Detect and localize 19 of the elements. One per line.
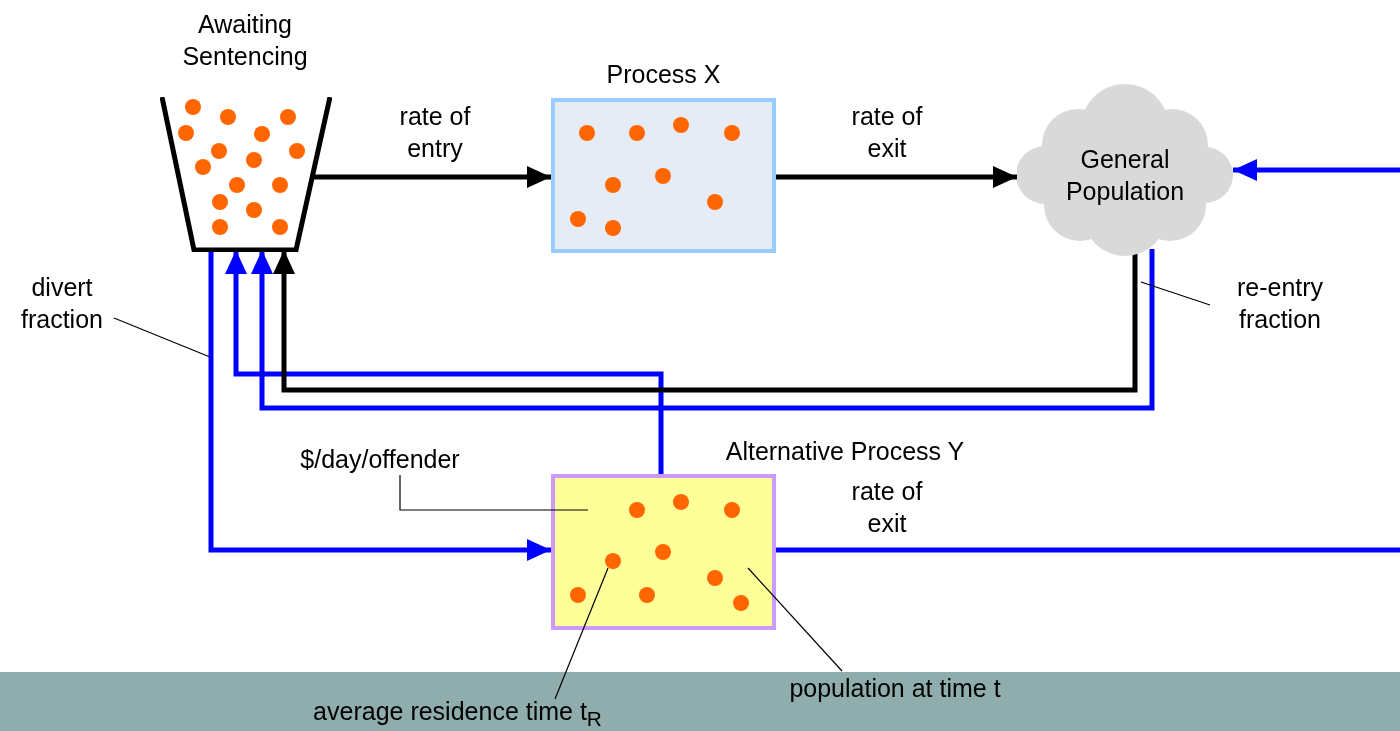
flow-arrow: [225, 250, 664, 474]
node-title: Awaiting Sentencing: [181, 9, 309, 72]
leader-line: [113, 317, 211, 358]
flow-arrow: [208, 250, 551, 561]
leader-line: [747, 567, 843, 672]
node-label: General Population: [1064, 144, 1186, 207]
flow-arrow: [313, 166, 551, 188]
flow-arrow: [1233, 159, 1400, 181]
annotation-label: population at time t: [789, 672, 1001, 704]
leader-line: [399, 474, 589, 511]
annotation-label: $/day/offender: [300, 443, 460, 475]
node-title: Process X: [606, 59, 721, 90]
annotation-label: average residence time t$_{R}$: [313, 696, 602, 731]
node-title: Alternative Process Y: [725, 436, 965, 467]
leader-line: [1140, 281, 1211, 306]
flow-arrow: [776, 166, 1017, 188]
leader-line: [554, 567, 609, 700]
annotation-label: divert fraction: [20, 272, 104, 335]
annotation-label: re-entry fraction: [1235, 272, 1325, 335]
